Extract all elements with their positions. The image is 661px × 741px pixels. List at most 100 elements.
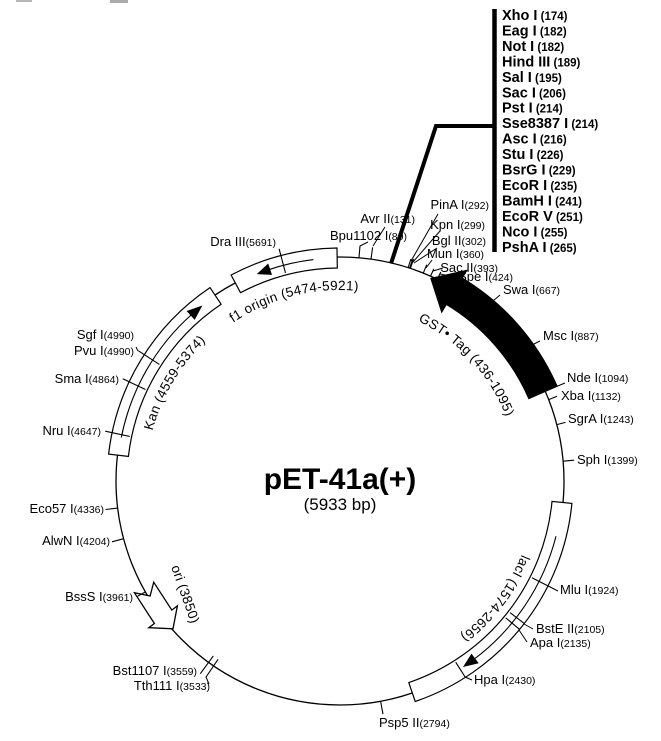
site-label: Apa I(2135) xyxy=(530,635,591,650)
plasmid-size: (5933 bp) xyxy=(304,495,377,514)
site-tick xyxy=(358,245,361,258)
site-position: (424) xyxy=(488,272,513,284)
site-leader-line xyxy=(553,588,559,592)
site-label: Sac II(393) xyxy=(440,260,498,275)
mcs-site-label: Eag I (182) xyxy=(502,24,567,40)
site-position: (393) xyxy=(473,263,498,275)
site-tick xyxy=(370,247,374,260)
mcs-site-position: (241) xyxy=(552,196,582,208)
site-name: Swa I xyxy=(503,282,536,297)
site-name: Sph I xyxy=(577,452,607,467)
site-name: Eco57 I xyxy=(30,501,74,516)
mcs-site-name: PshA I xyxy=(502,240,547,256)
mcs-site-label: Sse8387 I (214) xyxy=(502,116,598,132)
site-label: BssS I(3961) xyxy=(65,589,133,604)
mcs-site-name: EcoR I xyxy=(502,178,547,194)
feature-ori-arrow xyxy=(133,580,179,630)
site-name: Hpa I xyxy=(474,672,505,687)
f1-origin-arrowhead xyxy=(256,263,272,275)
site-name: BstE II xyxy=(536,621,574,636)
site-name: Psp5 II xyxy=(379,715,419,730)
site-leader-line xyxy=(523,340,541,350)
mcs-site-position: (182) xyxy=(537,27,567,39)
site-tick xyxy=(548,395,558,401)
mcs-site-label: Sal I (195) xyxy=(502,70,562,86)
site-tick xyxy=(137,591,146,597)
mcs-site-label: EcoR I (235) xyxy=(502,178,577,194)
site-tick xyxy=(199,655,214,675)
site-position: (292) xyxy=(464,200,489,212)
site-name: Kpn I xyxy=(430,217,460,232)
site-position: (299) xyxy=(460,220,485,232)
mcs-site-name: Xho I xyxy=(502,8,537,24)
site-label: Nru I(4647) xyxy=(42,423,101,438)
site-name: AlwN I xyxy=(42,533,80,548)
site-tick xyxy=(531,577,555,590)
mcs-site-name: Hind III xyxy=(502,54,550,70)
site-position: (5691) xyxy=(246,237,276,249)
mcs-site-name: BamH I xyxy=(502,193,552,209)
mcs-site-name: Sse8387 I xyxy=(502,116,568,132)
mcs-site-position: (229) xyxy=(546,166,576,178)
site-leader-line xyxy=(464,676,473,681)
mcs-site-label: PshA I (265) xyxy=(502,240,577,256)
site-name: Xba I xyxy=(561,388,591,403)
mcs-site-position: (251) xyxy=(553,212,583,224)
site-name: Pvu I xyxy=(74,343,104,358)
site-label: Nde I(1094) xyxy=(567,370,628,385)
site-leader-line xyxy=(472,294,501,319)
site-name: Sma I xyxy=(55,371,89,386)
site-name: SgrA I xyxy=(568,411,603,426)
site-tick xyxy=(430,268,435,277)
site-tick xyxy=(205,658,219,678)
site-name: Msc I xyxy=(543,328,574,343)
site-label: Swa I(667) xyxy=(503,282,560,297)
mcs-site-position: (216) xyxy=(537,135,567,147)
site-position: (2794) xyxy=(419,718,449,730)
site-name: Tth111 I xyxy=(134,678,180,693)
edge-artifact xyxy=(16,0,32,2)
mcs-site-position: (265) xyxy=(547,243,577,255)
site-name: PinA I xyxy=(431,197,465,212)
site-label: BstE II(2105) xyxy=(536,621,605,636)
site-leader-line xyxy=(359,241,369,247)
mcs-site-position: (174) xyxy=(537,11,567,23)
mcs-site-label: Xho I (174) xyxy=(502,8,568,24)
mcs-site-label: BamH I (241) xyxy=(502,193,582,209)
mcs-site-name: Nco I xyxy=(502,224,537,240)
site-position: (80) xyxy=(388,231,407,243)
site-name: Avr II xyxy=(360,211,390,226)
feature-laci xyxy=(408,500,573,703)
site-leader-line xyxy=(372,226,386,247)
site-leader-line xyxy=(432,267,444,272)
site-leader-line xyxy=(547,382,566,391)
site-position: (302) xyxy=(461,236,486,248)
site-tick xyxy=(436,271,442,280)
site-tick xyxy=(409,259,414,269)
site-label: Spe I(424) xyxy=(458,269,513,284)
site-leader-line xyxy=(135,346,139,352)
site-position: (887) xyxy=(574,331,599,343)
site-label: Pvu I(4990) xyxy=(74,343,134,358)
site-position: (4864) xyxy=(89,374,119,386)
site-name: Bst1107 I xyxy=(113,663,167,678)
site-label: Eco57 I(4336) xyxy=(30,501,104,516)
mcs-site-name: BsrG I xyxy=(502,163,546,179)
mcs-site-name: Not I xyxy=(502,39,534,55)
site-position: (131) xyxy=(390,214,415,226)
site-position: (1132) xyxy=(591,391,621,403)
mcs-site-position: (226) xyxy=(533,150,563,162)
site-label: SgrA I(1243) xyxy=(568,411,634,426)
mcs-site-label: Asc I (216) xyxy=(502,132,567,148)
site-label: Sgf I(4990) xyxy=(77,327,134,342)
plasmid-backbone-circle xyxy=(115,256,565,706)
site-name: Bpu1102 I xyxy=(330,228,388,243)
site-tick xyxy=(122,378,146,390)
site-leader-line xyxy=(413,247,438,264)
site-label: Mun I(360) xyxy=(427,246,484,261)
site-tick xyxy=(105,430,130,437)
site-name: Nde I xyxy=(567,370,598,385)
feature-f1-origin xyxy=(230,247,338,294)
site-leader-line xyxy=(518,629,528,643)
